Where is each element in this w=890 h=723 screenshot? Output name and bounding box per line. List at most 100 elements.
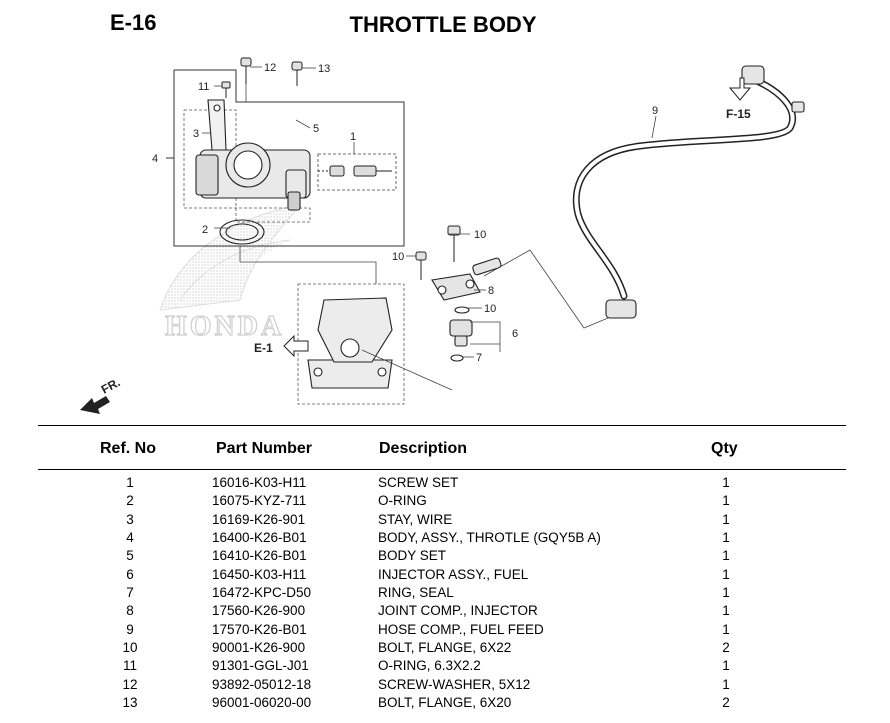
cell-qty: 2 (722, 695, 730, 711)
table-row: 11 91301-GGL-J01 O-RING, 6.3X2.2 1 (0, 658, 890, 676)
cell-ref: 5 (126, 548, 134, 564)
cell-description: BOLT, FLANGE, 6X22 (378, 640, 512, 656)
cell-ref: 4 (126, 530, 134, 546)
cell-part-number: 93892-05012-18 (212, 676, 312, 692)
cell-part-number: 17570-K26-B01 (212, 621, 307, 637)
cell-part-number: 16450-K03-H11 (212, 566, 307, 582)
table-row: 12 93892-05012-18 SCREW-WASHER, 5X12 1 (0, 677, 890, 695)
cell-part-number: 96001-06020-00 (212, 695, 312, 711)
cell-description: INJECTOR ASSY., FUEL (378, 566, 529, 582)
f15-arrow (728, 77, 752, 101)
cell-description: SCREW SET (378, 475, 459, 490)
callout-13b: 13 (318, 63, 330, 75)
callout-9: 9 (652, 105, 658, 117)
table-row: 1 16016-K03-H11 SCREW SET 1 (0, 475, 890, 493)
callout-12: 11 (198, 81, 209, 93)
cell-qty: 1 (722, 603, 730, 619)
cell-ref: 1 (126, 475, 134, 490)
cell-ref: 12 (122, 676, 138, 692)
table-row: 8 17560-K26-900 JOINT COMP., INJECTOR 1 (0, 603, 890, 621)
cell-description: BODY SET (378, 548, 447, 564)
cell-ref: 6 (126, 566, 134, 582)
callout-10a: 10 (474, 229, 486, 241)
hose-connectors (605, 65, 805, 319)
callout-4: 4 (152, 153, 158, 165)
callout-5: 5 (313, 123, 319, 135)
cell-part-number: 90001-K26-900 (212, 640, 306, 656)
cell-description: BOLT, FLANGE, 6X20 (378, 695, 512, 711)
cell-ref: 2 (126, 493, 134, 509)
cell-qty: 1 (722, 548, 730, 564)
header-ref-no: Ref. No (100, 440, 156, 457)
cell-ref: 7 (126, 585, 134, 601)
page-title-text: THROTTLE BODY (349, 12, 537, 37)
cell-part-number: 16472-KPC-D50 (212, 585, 312, 601)
cell-ref: 13 (122, 695, 138, 711)
cell-ref: 8 (126, 603, 134, 619)
injector-drawing (449, 306, 473, 362)
honda-wing-watermark (159, 204, 302, 311)
section-code: E-16 (110, 10, 157, 35)
cell-part-number: 16016-K03-H11 (212, 475, 307, 490)
throttle-body-drawing (195, 99, 311, 245)
table-row: 2 16075-KYZ-711 O-RING 1 (0, 493, 890, 511)
cell-qty: 1 (722, 658, 730, 674)
e1-arrow (283, 334, 309, 358)
callout-11: 10 (484, 303, 496, 315)
cell-part-number: 16410-K26-B01 (212, 548, 307, 564)
ref-fr: FR. (99, 375, 123, 396)
callout-8: 8 (488, 285, 494, 297)
exploded-parts-diagram: HONDA (80, 57, 805, 414)
callout-3: 3 (193, 128, 199, 140)
cell-part-number: 91301-GGL-J01 (212, 658, 309, 674)
cell-description: STAY, WIRE (378, 511, 453, 527)
table-row: 9 17570-K26-B01 HOSE COMP., FUEL FEED 1 (0, 622, 890, 640)
cell-description: SCREW-WASHER, 5X12 (378, 676, 531, 692)
cell-part-number: 16400-K26-B01 (212, 530, 307, 546)
cell-qty: 1 (722, 621, 730, 637)
callout-13a: 12 (264, 62, 276, 74)
table-row: 10 90001-K26-900 BOLT, FLANGE, 6X22 2 (0, 640, 890, 658)
cell-description: JOINT COMP., INJECTOR (378, 603, 538, 619)
table-row: 5 16410-K26-B01 BODY SET 1 (0, 548, 890, 566)
header-part-number: Part Number (216, 440, 313, 457)
cell-description: RING, SEAL (378, 585, 454, 601)
callout-10b: 10 (392, 251, 404, 263)
cell-part-number: 16075-KYZ-711 (212, 493, 307, 509)
callout-1: 1 (350, 131, 356, 143)
cell-ref: 3 (126, 511, 134, 527)
cell-part-number: 16169-K26-901 (212, 511, 306, 527)
cell-description: HOSE COMP., FUEL FEED (378, 621, 544, 637)
cell-description: O-RING (378, 493, 427, 509)
cell-qty: 1 (722, 676, 730, 692)
header-description: Description (379, 440, 468, 457)
page-title: THROTTLE BODY (0, 12, 890, 38)
cell-description: O-RING, 6.3X2.2 (378, 658, 481, 674)
callout-7: 7 (476, 352, 482, 364)
screw-set-box (317, 153, 397, 191)
cell-ref: 11 (122, 658, 137, 674)
table-row: 13 96001-06020-00 BOLT, FLANGE, 6X20 2 (0, 695, 890, 713)
ref-f15: F-15 (726, 107, 751, 121)
body-set-outline (183, 109, 311, 223)
cell-qty: 1 (722, 511, 730, 527)
joint-drawing (431, 257, 502, 301)
cell-qty: 1 (722, 530, 730, 546)
cell-qty: 1 (722, 475, 730, 490)
cell-qty: 1 (722, 493, 730, 509)
assembly-bracket (173, 69, 405, 247)
callout-2: 2 (202, 224, 208, 236)
fr-arrow (80, 396, 110, 414)
ref-e1: E-1 (254, 341, 273, 355)
manifold-drawing (307, 297, 393, 389)
cell-ref: 9 (126, 621, 134, 637)
screw-set-drawing (318, 165, 392, 177)
cell-ref: 10 (122, 640, 138, 656)
cell-qty: 2 (722, 640, 730, 656)
table-header-rule (38, 469, 846, 470)
cell-part-number: 17560-K26-900 (212, 603, 306, 619)
